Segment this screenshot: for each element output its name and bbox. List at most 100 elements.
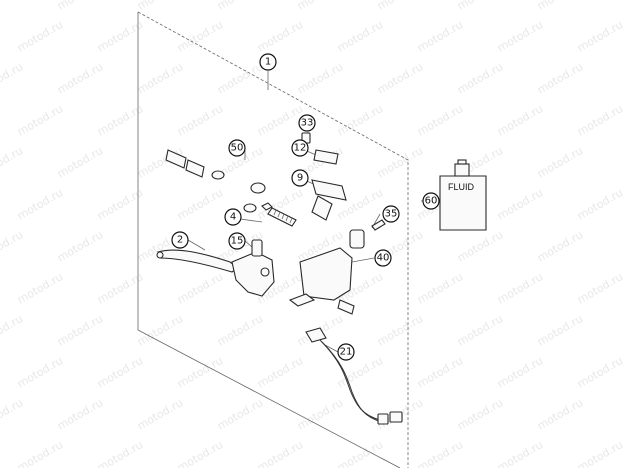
watermark-text: motod.ru [55,0,105,13]
watermark-text: motod.ru [575,18,625,54]
watermark-text: motod.ru [535,396,585,432]
watermark-text: motod.ru [55,60,105,96]
callout-label: 35 [385,209,398,220]
watermark-text: motod.ru [375,312,425,348]
watermark-text: motod.ru [55,312,105,348]
watermark-text: motod.ru [495,18,545,54]
watermark-text: motod.ru [295,396,345,432]
watermark-text: motod.ru [455,60,505,96]
watermark-text: motod.ru [215,60,265,96]
watermark-text: motod.ru [535,312,585,348]
watermark-text: motod.ru [455,312,505,348]
watermark-text: motod.ru [495,270,545,306]
container-label: FLUID [448,182,475,192]
watermark-text: motod.ru [55,228,105,264]
watermark-text: motod.ru [0,396,25,432]
watermark-text: motod.ru [575,438,625,468]
watermark-text: motod.ru [375,0,425,13]
callout-21: 21 [337,343,355,361]
watermark-text: motod.ru [575,102,625,138]
callout-label: 4 [230,212,236,223]
watermark-text: motod.ru [255,18,305,54]
watermark-text: motod.ru [255,438,305,468]
callout-15: 15 [228,232,246,250]
callout-40: 40 [374,249,392,267]
watermark-text: motod.ru [15,438,65,468]
callout-label: 1 [265,57,271,68]
watermark-text: motod.ru [135,312,185,348]
watermark-text: motod.ru [335,438,385,468]
watermark-text: motod.ru [55,396,105,432]
callout-9: 9 [291,169,309,187]
callout-label: 2 [177,235,183,246]
callout-1: 1 [259,53,277,71]
watermark-text: motod.ru [295,0,345,13]
watermark-text: motod.ru [535,228,585,264]
callout-33: 33 [298,114,316,132]
watermark-text: motod.ru [535,60,585,96]
watermark-text: motod.ru [415,438,465,468]
watermark-text: motod.ru [535,144,585,180]
callout-4: 4 [224,208,242,226]
reservoir-cap [288,229,365,315]
watermark-text: motod.ru [175,186,225,222]
master-cylinder-body [231,239,275,297]
watermark-text: motod.ru [135,60,185,96]
watermark-text: motod.ru [495,354,545,390]
watermark-text: motod.ru [0,60,25,96]
watermark-text: motod.ru [495,438,545,468]
callout-60: 60 [422,192,440,210]
watermark-text: motod.ru [15,102,65,138]
watermark-text: motod.ru [495,186,545,222]
watermark-text: motod.ru [135,396,185,432]
watermark-text: motod.ru [415,102,465,138]
watermark-text: motod.ru [455,0,505,13]
watermark-text: motod.ru [255,102,305,138]
callout-35: 35 [382,205,400,223]
callout-label: 15 [231,236,244,247]
watermark-text: motod.ru [135,0,185,13]
callout-12: 12 [291,139,309,157]
piston-spring-assembly [243,202,297,227]
watermark-text: motod.ru [0,144,25,180]
watermark-text: motod.ru [95,354,145,390]
watermark-text: motod.ru [255,354,305,390]
watermark-text: motod.ru [215,0,265,13]
watermark-text: motod.ru [575,270,625,306]
watermark-text: motod.ru [295,60,345,96]
watermark-text: motod.ru [15,18,65,54]
callout-label: 9 [297,173,303,184]
watermark-text: motod.ru [495,102,545,138]
watermark-text: motod.ru [0,0,25,13]
callout-50: 50 [228,139,246,157]
brake-fluid-bottle: FLUID [439,159,487,231]
watermark-text: motod.ru [55,144,105,180]
watermark-text: motod.ru [175,438,225,468]
watermark-text: motod.ru [15,354,65,390]
watermark-text: motod.ru [535,0,585,13]
watermark-text: motod.ru [15,186,65,222]
watermark-text: motod.ru [415,18,465,54]
watermark-text: motod.ru [0,312,25,348]
watermark-text: motod.ru [415,354,465,390]
watermark-text: motod.ru [175,270,225,306]
callout-2: 2 [171,231,189,249]
watermark-text: motod.ru [455,228,505,264]
seal-kit [165,149,266,194]
callout-label: 60 [425,196,438,207]
watermark-text: motod.ru [575,354,625,390]
callout-label: 12 [294,143,307,154]
callout-label: 33 [301,118,314,129]
watermark-text: motod.ru [455,396,505,432]
watermark-text: motod.ru [335,102,385,138]
brake-switch-cable [305,327,403,425]
watermark-text: motod.ru [15,270,65,306]
watermark-text: motod.ru [575,186,625,222]
watermark-text: motod.ru [215,312,265,348]
callout-label: 21 [340,347,353,358]
watermark-text: motod.ru [175,102,225,138]
watermark-text: motod.ru [215,396,265,432]
